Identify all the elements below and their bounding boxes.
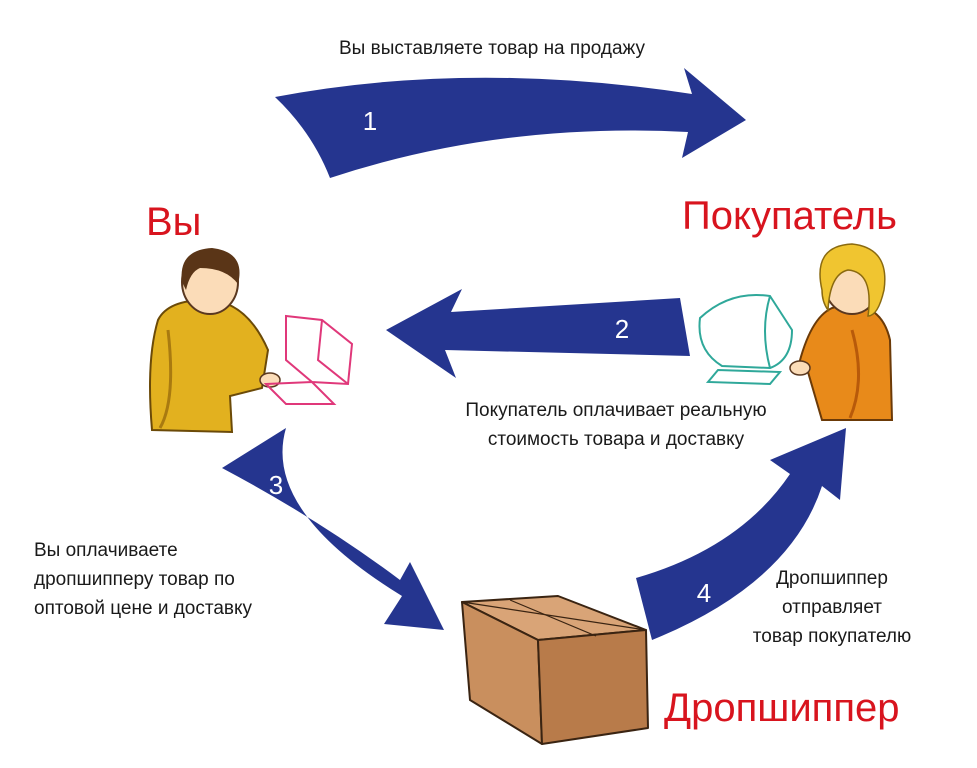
- label-buyer: Покупатель: [682, 194, 897, 238]
- step-3-line-1: Вы оплачиваете: [34, 536, 354, 565]
- person-buyer: [790, 244, 892, 420]
- step-2-line-2: стоимость товара и доставку: [396, 425, 836, 454]
- person-you: [150, 248, 280, 432]
- arrow-2: [386, 289, 690, 378]
- step-2-text: Покупатель оплачивает реальную стоимость…: [396, 396, 836, 454]
- step-4-line-3: товар покупателю: [712, 622, 952, 651]
- step-2-line-1: Покупатель оплачивает реальную: [396, 396, 836, 425]
- step-2-number: 2: [602, 314, 642, 345]
- label-you: Вы: [146, 200, 201, 244]
- box-dropshipper: [462, 596, 648, 744]
- step-3-line-3: оптовой цене и доставку: [34, 594, 354, 623]
- step-4-text: Дропшиппер отправляет товар покупателю: [712, 564, 952, 651]
- step-3-number: 3: [256, 470, 296, 501]
- step-3-text: Вы оплачиваете дропшипперу товар по опто…: [34, 536, 354, 623]
- computer-buyer: [699, 295, 792, 384]
- computer-you: [266, 316, 352, 404]
- step-4-line-2: отправляет: [712, 593, 952, 622]
- step-1-number: 1: [350, 106, 390, 137]
- step-4-line-1: Дропшиппер: [712, 564, 952, 593]
- step-3-line-2: дропшипперу товар по: [34, 565, 354, 594]
- arrow-1: [275, 68, 746, 178]
- step-1-text: Вы выставляете товар на продажу: [262, 34, 722, 63]
- label-dropshipper: Дропшиппер: [664, 686, 900, 730]
